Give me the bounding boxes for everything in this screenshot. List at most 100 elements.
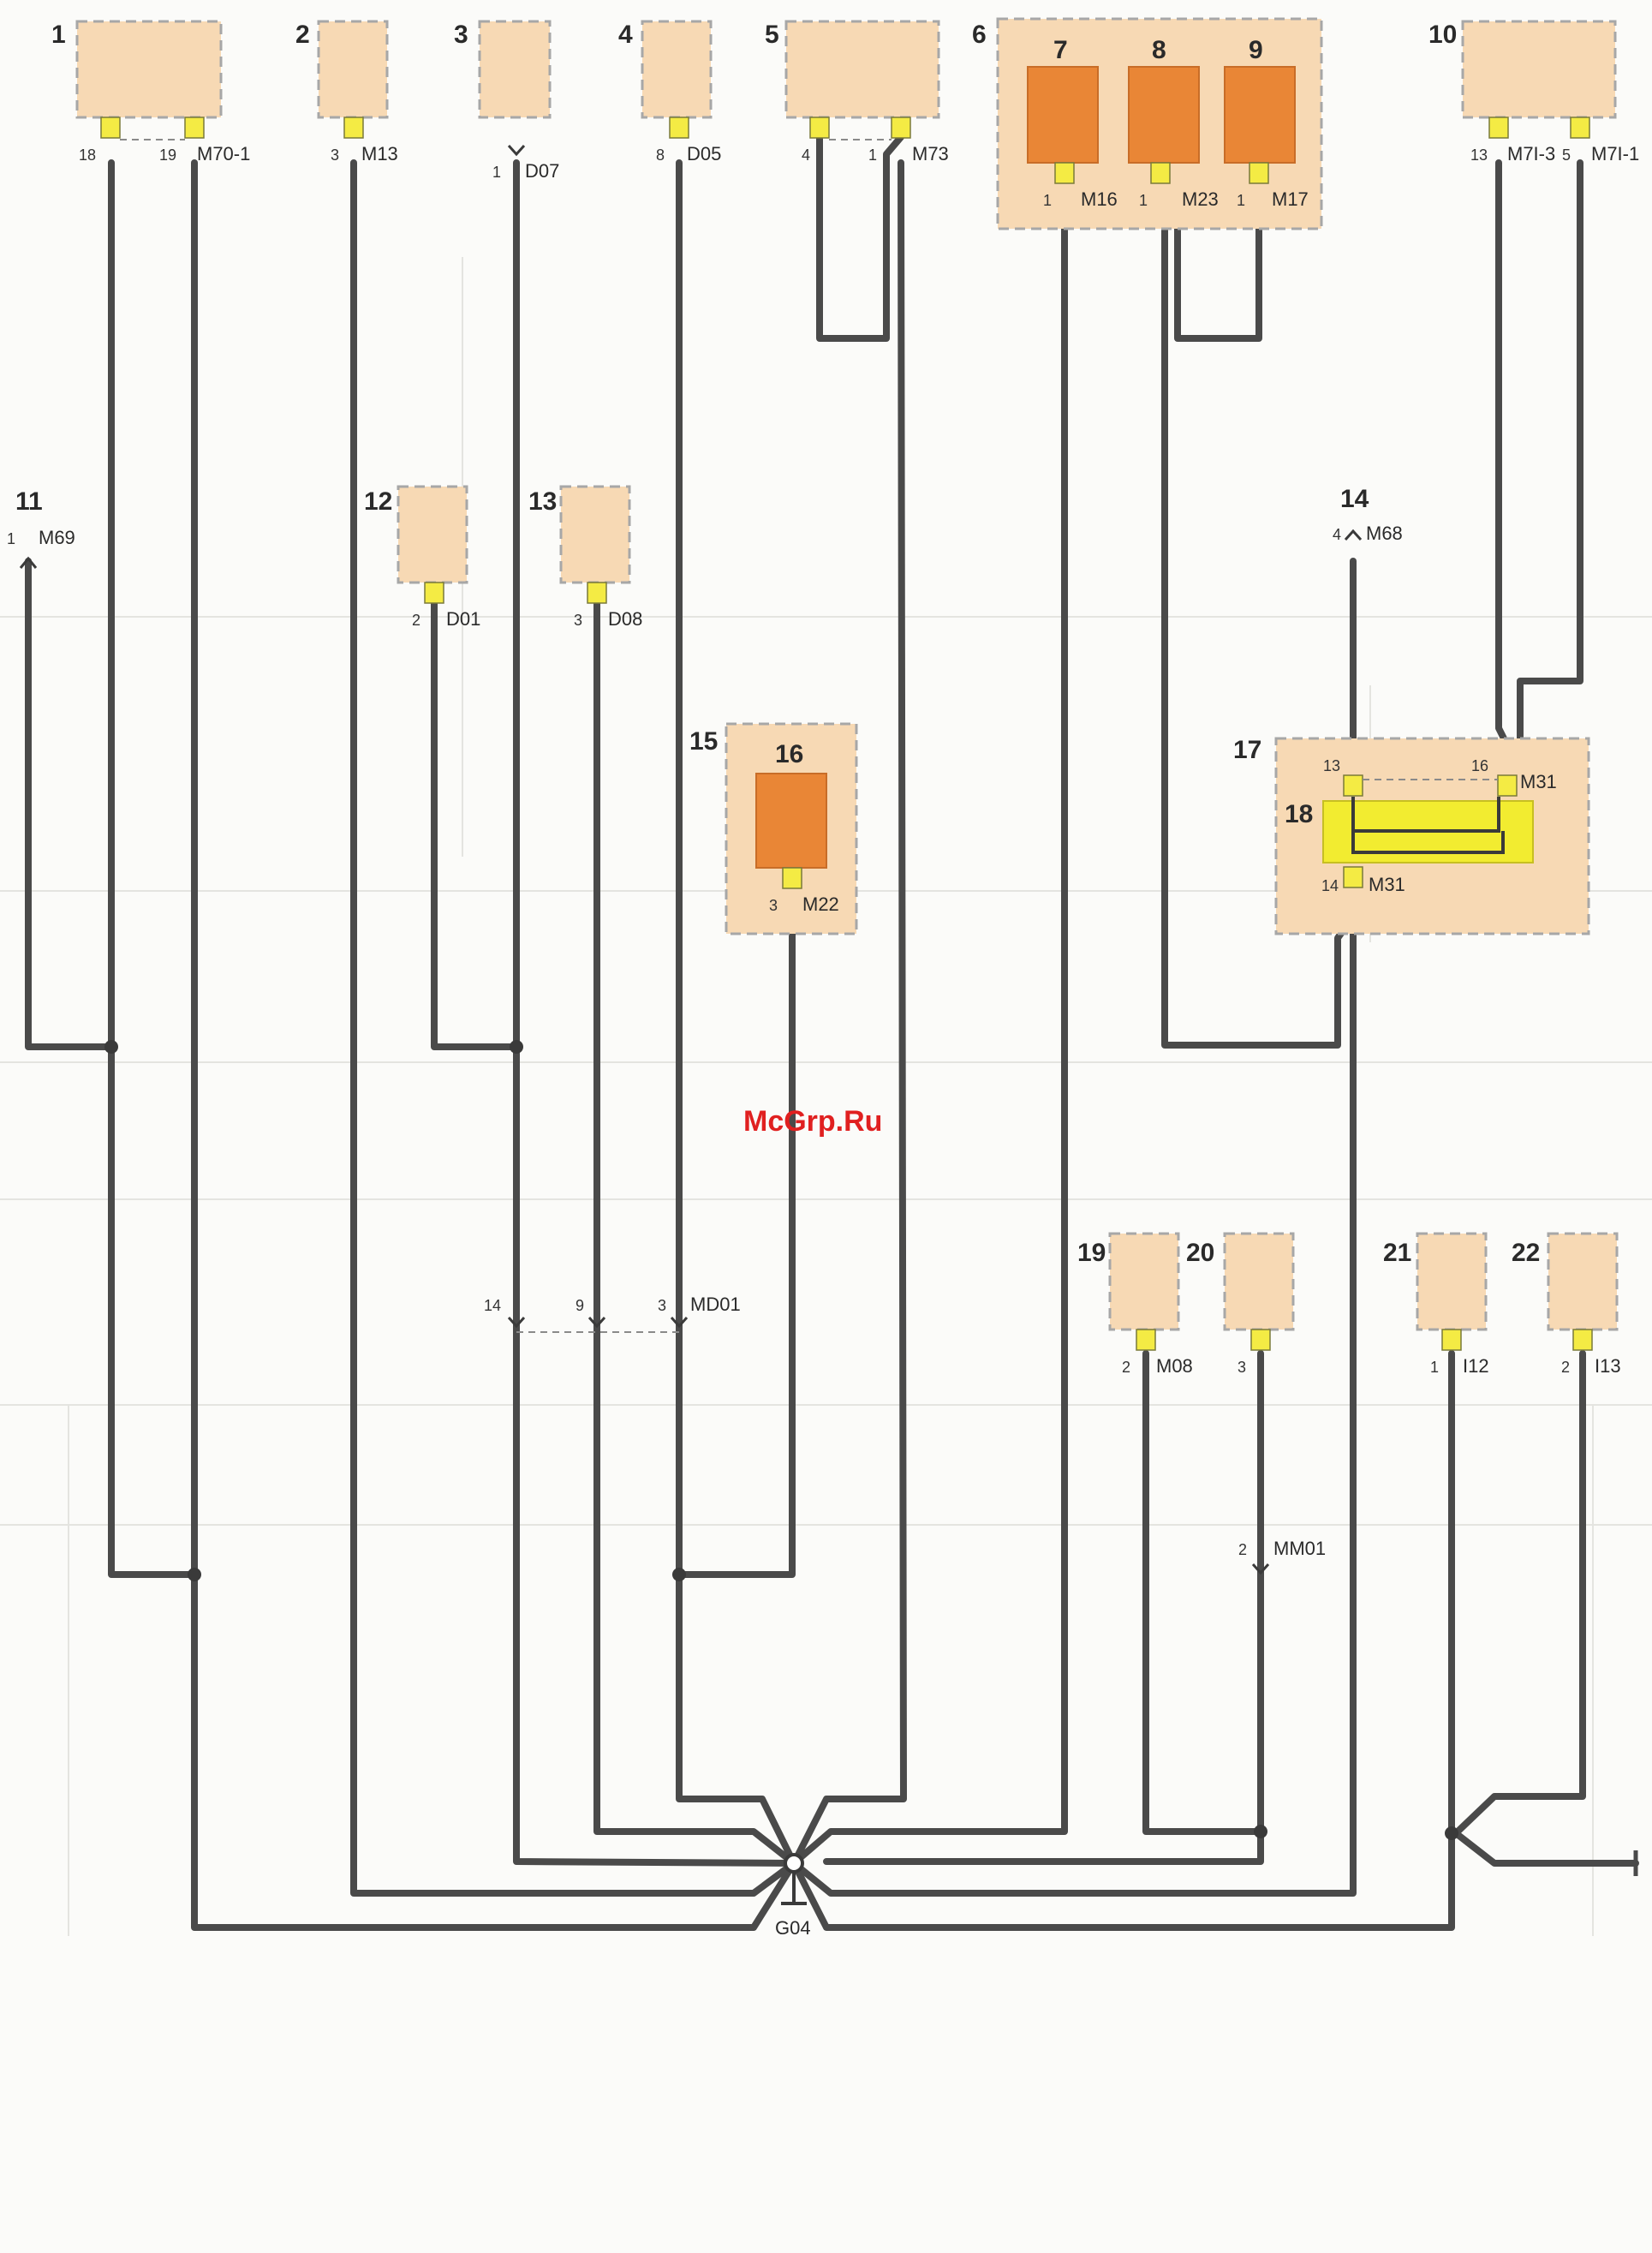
component-box: [561, 487, 629, 583]
component-14: 14 4 M68: [1333, 485, 1403, 544]
splice-dot: [1445, 1826, 1458, 1840]
connector-code: I13: [1595, 1355, 1621, 1377]
pin-number: 9: [576, 1297, 584, 1314]
pin-number: 18: [79, 146, 96, 164]
pin-number: 4: [802, 146, 810, 164]
pin-number: 13: [1470, 146, 1488, 164]
background-ghost-lines: [0, 257, 1652, 1936]
connector-code: M7I-1: [1591, 143, 1639, 164]
wires: [28, 137, 1636, 1927]
component-19: 19 2 M08: [1077, 1234, 1193, 1377]
wire-m70-18: [111, 163, 194, 1575]
connector-pin: [810, 117, 829, 138]
component-number: 8: [1152, 36, 1166, 64]
pin-number: 13: [1323, 757, 1340, 774]
connector-code: D08: [608, 608, 642, 630]
pin-number: 1: [492, 164, 501, 181]
pin-number: 3: [658, 1297, 666, 1314]
connector-pin: [783, 868, 802, 888]
connector-code: M69: [39, 527, 75, 548]
connector-code: M73: [912, 143, 949, 164]
component-number: 15: [689, 727, 718, 756]
splice-dot: [510, 1040, 523, 1054]
connector-code: M23: [1182, 188, 1219, 210]
component-box: [1417, 1234, 1486, 1330]
splice-dot: [1254, 1825, 1267, 1838]
connector-code: I12: [1463, 1355, 1489, 1377]
component-2: 2 3 M13: [295, 21, 398, 164]
connector-pin: [1498, 775, 1517, 796]
pin-number: 14: [484, 1297, 501, 1314]
component-3: 3 1 D07: [454, 21, 559, 182]
connector-code: D01: [446, 608, 480, 630]
wire-m22: [679, 899, 792, 1575]
connector-code: M7I-3: [1507, 143, 1555, 164]
component-4: 4 8 D05: [618, 21, 721, 164]
component-number: 17: [1233, 736, 1261, 764]
component-number: 19: [1077, 1239, 1106, 1267]
wire-m7i-1: [1507, 163, 1580, 762]
component-10: 10 13 M7I-3 5 M7I-1: [1428, 21, 1639, 164]
component-11: 11 1 M69: [7, 487, 75, 568]
component-20: 20 3: [1186, 1234, 1293, 1376]
pin-number: 1: [1139, 192, 1148, 209]
component-number: 6: [972, 21, 987, 49]
connector-pin: [1344, 775, 1363, 796]
pin-number: 1: [1430, 1359, 1439, 1376]
component-number: 14: [1340, 485, 1369, 513]
pin-number: 1: [7, 530, 15, 547]
ground-label: G04: [775, 1917, 811, 1939]
connector-code: M17: [1272, 188, 1309, 210]
wire-19-m08: [1146, 1354, 1261, 1832]
connector-pin: [185, 117, 204, 138]
component-number: 21: [1383, 1239, 1411, 1267]
pin-number: 14: [1321, 877, 1339, 894]
component-number: 7: [1053, 36, 1068, 64]
component-box: [319, 21, 387, 117]
component-inner-box: [1028, 67, 1098, 163]
component-number: 12: [364, 487, 392, 516]
component-box: [480, 21, 550, 117]
connector-pin: [1571, 117, 1589, 138]
splice-dot: [672, 1568, 686, 1581]
component-12: 12 2 D01: [364, 487, 480, 630]
connector-pin: [892, 117, 910, 138]
component-box: [1463, 21, 1615, 117]
pin-number: 2: [1238, 1541, 1247, 1558]
connector-pin: [101, 117, 120, 138]
wire-m31-14: [794, 908, 1353, 1893]
component-number: 11: [15, 487, 43, 516]
pin-number: 1: [868, 146, 877, 164]
component-number: 13: [528, 487, 557, 516]
pin-number: 2: [1561, 1359, 1570, 1376]
pin-number: 1: [1237, 192, 1245, 209]
splice-md01: 14 9 3 MD01: [484, 1294, 741, 1332]
splice-dot: [104, 1040, 118, 1054]
component-5: 5 4 1 M73: [765, 21, 949, 164]
connector-pin: [587, 583, 606, 603]
component-inner-box: [756, 774, 826, 868]
wire-i12-right: [1456, 1833, 1636, 1863]
wire-m16: [794, 193, 1065, 1863]
component-number: 4: [618, 21, 633, 49]
component-box: [1548, 1234, 1617, 1330]
connector-code: M13: [361, 143, 398, 164]
splice-dot: [188, 1568, 201, 1581]
pin-number: 3: [574, 612, 582, 629]
pin-number: 3: [331, 146, 339, 164]
component-22: 22 2 I13: [1512, 1234, 1621, 1377]
connector-code: M70-1: [197, 143, 250, 164]
connector-pin: [1573, 1330, 1592, 1350]
connector-arrow: [1345, 531, 1361, 540]
pin-number: 5: [1562, 146, 1571, 164]
wire-m7i-3: [1499, 163, 1507, 775]
wire-m69: [28, 561, 111, 1047]
pin-number: 19: [159, 146, 176, 164]
component-box: [77, 21, 221, 117]
connector-code: M08: [1156, 1355, 1193, 1377]
pin-number: 2: [1122, 1359, 1130, 1376]
component-number: 10: [1428, 21, 1457, 49]
component-1: 1 18 19 M70-1: [51, 21, 250, 164]
connector-code: M31: [1520, 771, 1557, 792]
